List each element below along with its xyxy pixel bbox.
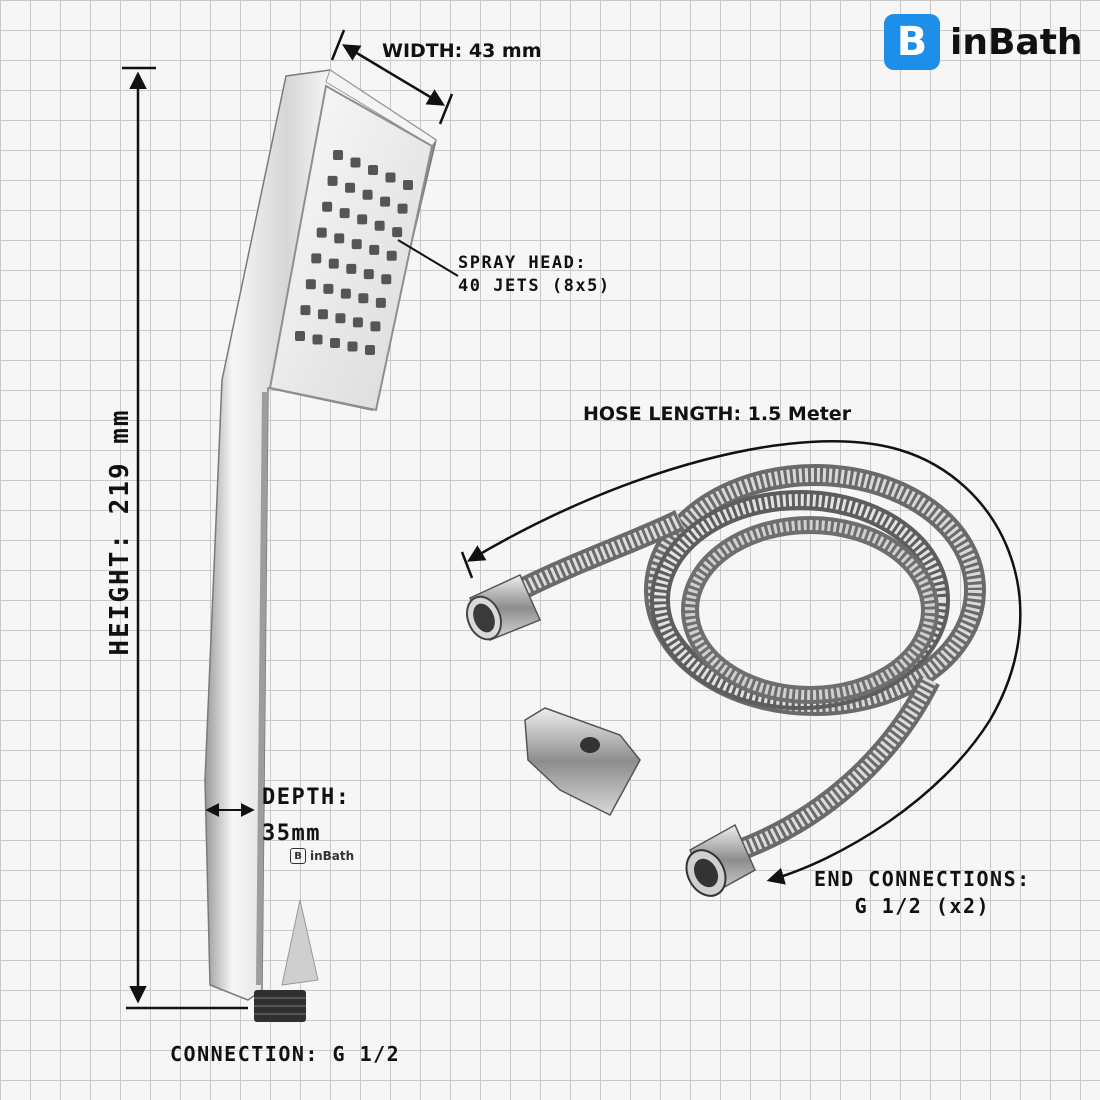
spray-nozzle [368, 165, 378, 175]
spray-nozzle [330, 338, 340, 348]
brand-logo: B inBath [884, 14, 1083, 70]
spray-nozzle [311, 253, 322, 264]
spray-nozzle [363, 269, 374, 280]
spray-nozzle [333, 150, 343, 160]
spray-nozzle [365, 345, 375, 355]
spray-nozzle [369, 244, 380, 255]
spray-nozzle [340, 288, 351, 299]
spray-nozzle [385, 172, 396, 183]
hose-end-fitting-right [685, 823, 756, 897]
spray-nozzle [374, 220, 385, 231]
spray-nozzle [322, 201, 333, 212]
spray-nozzle [347, 341, 358, 352]
spray-nozzle [312, 334, 323, 345]
spray-nozzle [375, 297, 386, 308]
spray-nozzle [362, 189, 373, 200]
spray-nozzle [352, 317, 363, 328]
width-label: WIDTH: 43 mm [382, 40, 542, 62]
end-connections-label: END CONNECTIONS: G 1/2 (x2) [814, 866, 1031, 920]
spray-nozzle [392, 227, 403, 238]
spray-nozzle [334, 233, 345, 244]
height-label-wrap: HEIGHT: 219 mm [103, 382, 137, 682]
handle-logo: B inBath [290, 848, 354, 864]
spray-nozzle [305, 279, 316, 290]
spray-nozzle [358, 293, 369, 304]
hose-length-tick [460, 551, 474, 579]
spray-nozzle [335, 313, 346, 324]
brand-name: inBath [950, 21, 1083, 63]
spray-nozzle [386, 250, 397, 261]
width-dimension [330, 29, 454, 125]
spray-nozzle [403, 180, 413, 190]
spray-nozzle [370, 321, 381, 332]
end-connections-title: END CONNECTIONS: [814, 867, 1031, 891]
spray-nozzle [328, 258, 339, 269]
depth-label: DEPTH: 35mm [262, 780, 350, 852]
height-label: HEIGHT: 219 mm [105, 408, 135, 656]
spray-nozzle [345, 182, 356, 193]
spray-nozzle [357, 214, 368, 225]
wall-bracket [524, 707, 641, 816]
spray-nozzle [380, 196, 391, 207]
spray-nozzle [339, 208, 350, 219]
small-logo-mark-icon: B [290, 848, 306, 864]
depth-title: DEPTH: [262, 785, 351, 810]
spray-head-title: SPRAY HEAD: [458, 253, 588, 273]
spray-nozzle [295, 331, 305, 341]
spray-head-jets: 40 JETS (8x5) [458, 276, 611, 296]
logo-mark-icon: B [884, 14, 940, 70]
spray-nozzle [316, 227, 327, 238]
spray-nozzle [323, 283, 334, 294]
spray-nozzle [351, 239, 362, 250]
handle-logo-text: inBath [310, 849, 355, 863]
depth-value: 35mm [262, 821, 321, 846]
end-connections-value: G 1/2 (x2) [854, 894, 991, 918]
spray-head-leader [397, 239, 459, 277]
height-dimension [122, 66, 248, 1010]
spray-nozzle [346, 263, 357, 274]
spray-nozzle [381, 274, 392, 285]
spray-nozzle [327, 175, 338, 186]
spray-nozzle [300, 305, 311, 316]
spray-head-label: SPRAY HEAD: 40 JETS (8x5) [458, 252, 611, 298]
hose-length-label: HOSE LENGTH: 1.5 Meter [583, 403, 852, 425]
spray-nozzle [397, 203, 408, 214]
spray-head-nozzles [295, 150, 413, 355]
hose-length-arc [466, 440, 1022, 885]
spray-nozzle [317, 309, 328, 320]
spray-nozzle [350, 157, 361, 168]
connection-label: CONNECTION: G 1/2 [170, 1042, 401, 1066]
